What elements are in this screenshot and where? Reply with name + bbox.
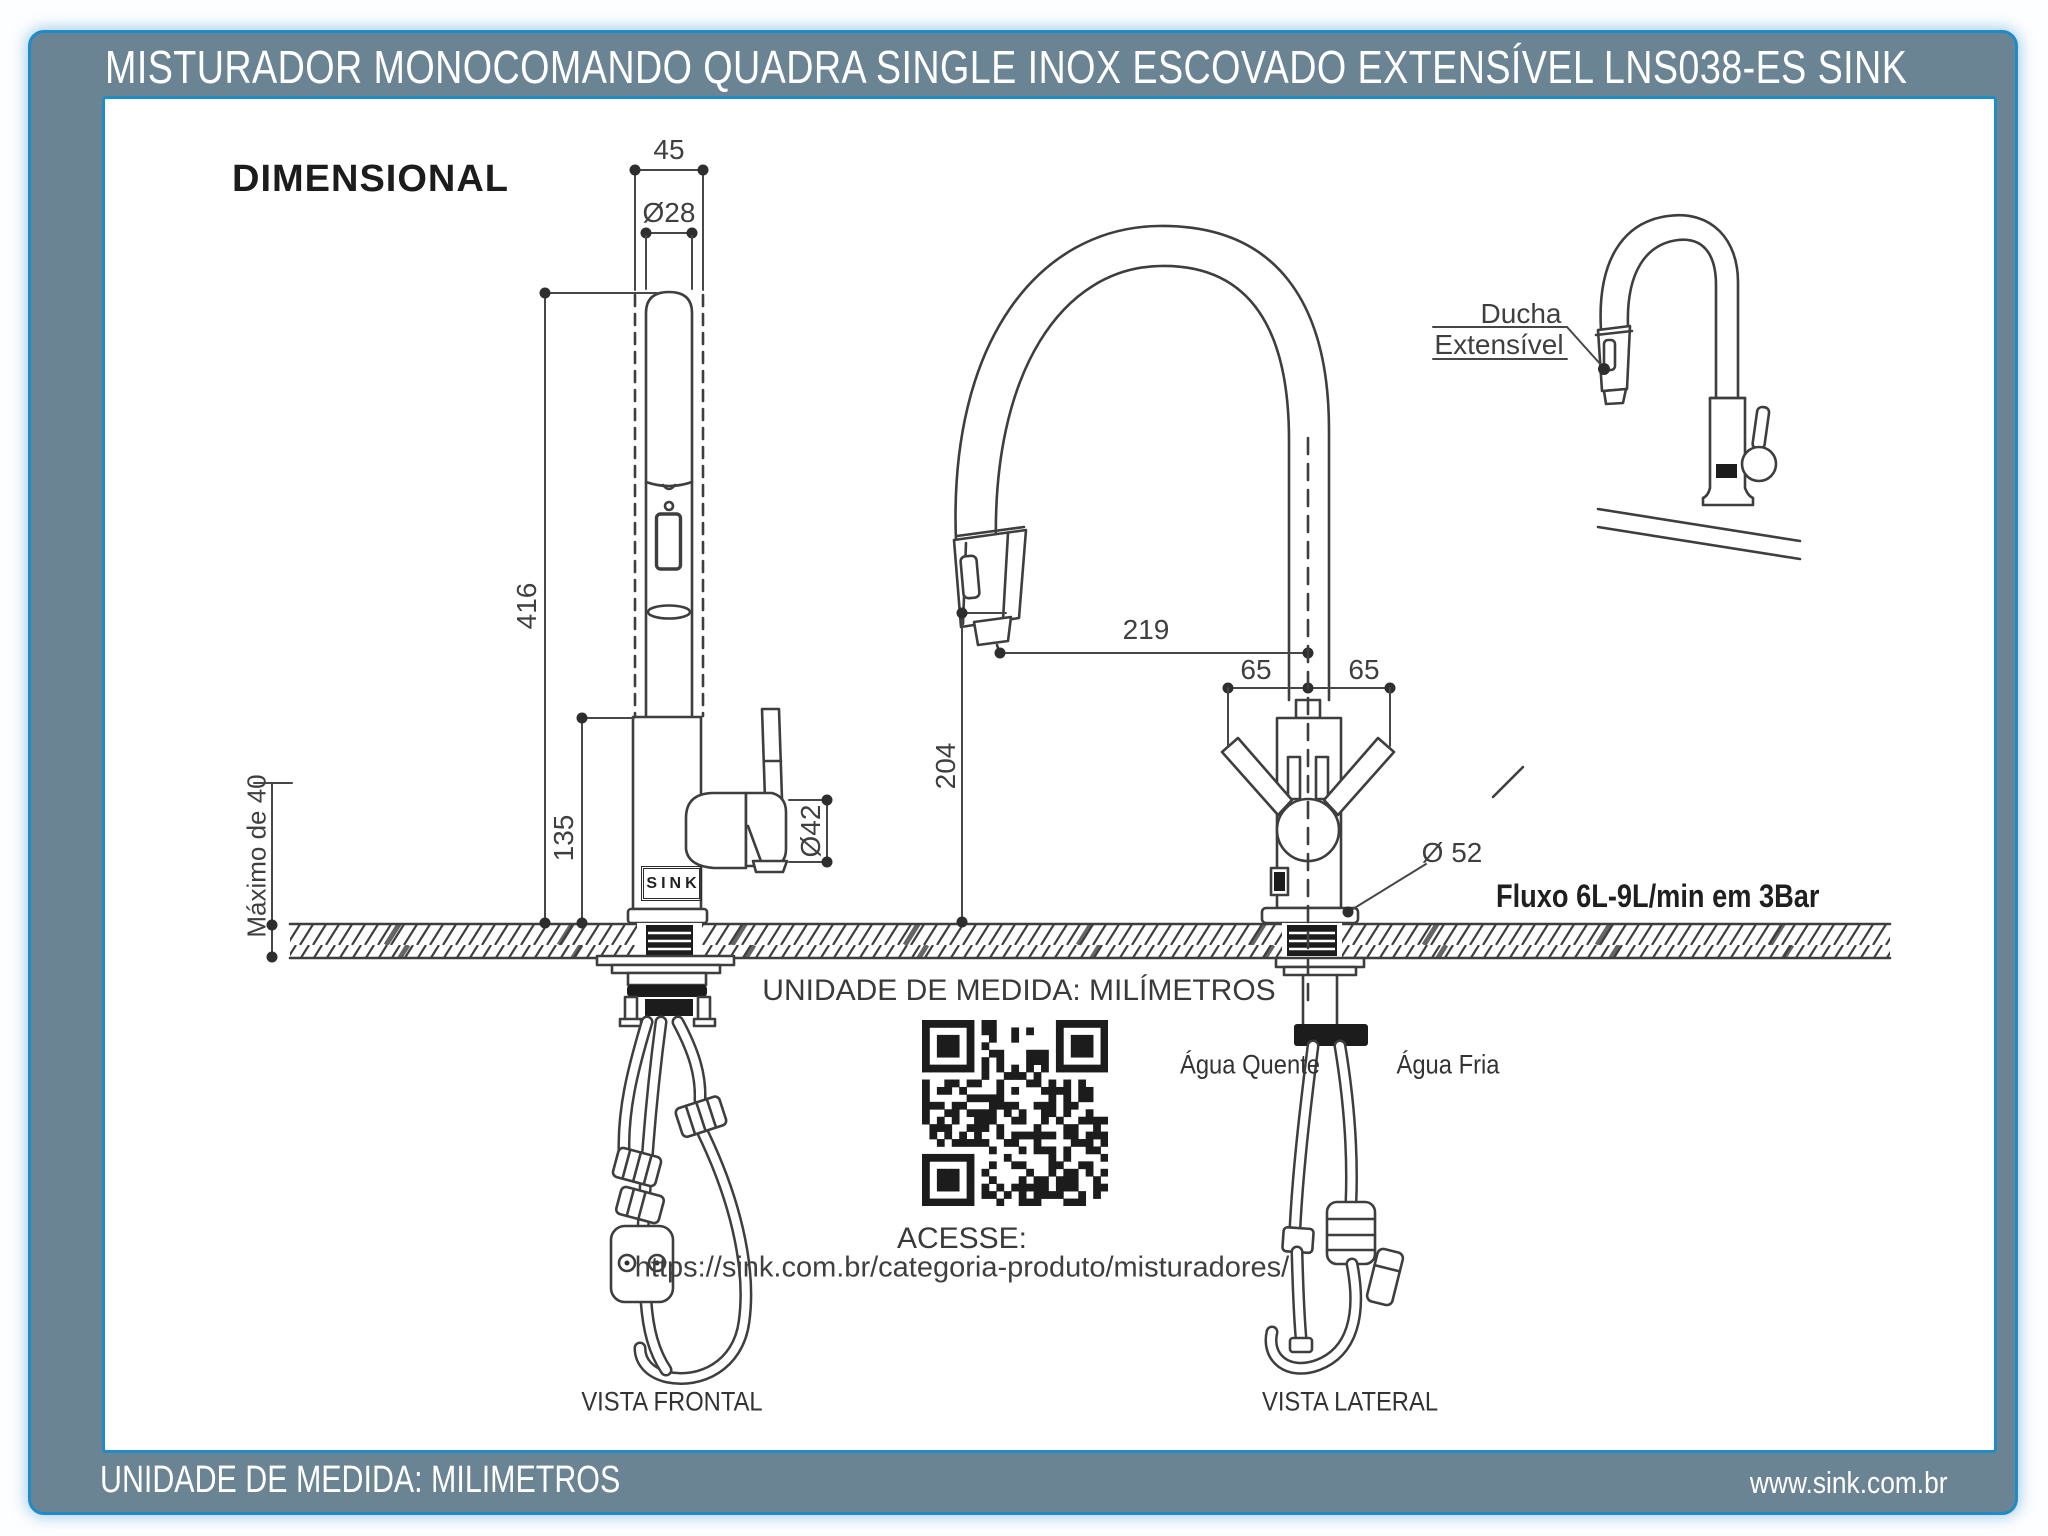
brand-logo-text: SINK [646,874,701,892]
dim-reach: 219 [1122,614,1170,645]
front-view [253,164,833,1385]
dim-cartridge-diameter: Ø42 [795,804,826,858]
dim-handle-left: 65 [1240,654,1272,685]
dim-spout-height: 204 [930,742,961,790]
brand-logo: SINK [641,866,702,901]
side-view [952,224,1525,1375]
unit-note: UNIDADE DE MEDIDA: MILÍMETROS [762,974,1276,1007]
callout-shower-line2: Extensível [1434,329,1564,360]
qr-caption: ACESSE: [896,1222,1028,1255]
qr-url: https://sink.com.br/categoria-produto/mi… [634,1251,1290,1284]
dim-pipe-diameter: Ø28 [642,197,696,228]
dim-handle-right: 65 [1348,654,1380,685]
view-frontal-label: VISTA FRONTAL [581,1386,763,1417]
dim-spout-width: 45 [653,134,685,165]
dim-base-diameter: Ø 52 [1421,837,1483,868]
cold-water-label: Água Fria [1396,1049,1500,1080]
footer-website: www.sink.com.br [1750,1465,1948,1500]
mini-illustration [1432,213,1802,561]
qr-code [922,1020,1108,1206]
countertop [288,922,1892,960]
dim-total-height: 416 [511,582,542,630]
drawing-canvas [102,96,1997,1453]
view-lateral-label: VISTA LATERAL [1261,1386,1439,1417]
page-title: MISTURADOR MONOCOMANDO QUADRA SINGLE INO… [105,41,1908,93]
section-heading: DIMENSIONAL [232,158,509,200]
callout-shower-line1: Ducha [1480,298,1562,329]
dim-body-height: 135 [548,814,579,862]
dim-counter-max: Máximo de 40 [241,774,272,938]
footer-unit-note: UNIDADE DE MEDIDA: MILIMETROS [100,1459,621,1501]
hot-water-label: Água Quente [1179,1049,1321,1080]
flow-note: Fluxo 6L-9L/min em 3Bar [1496,878,1820,914]
